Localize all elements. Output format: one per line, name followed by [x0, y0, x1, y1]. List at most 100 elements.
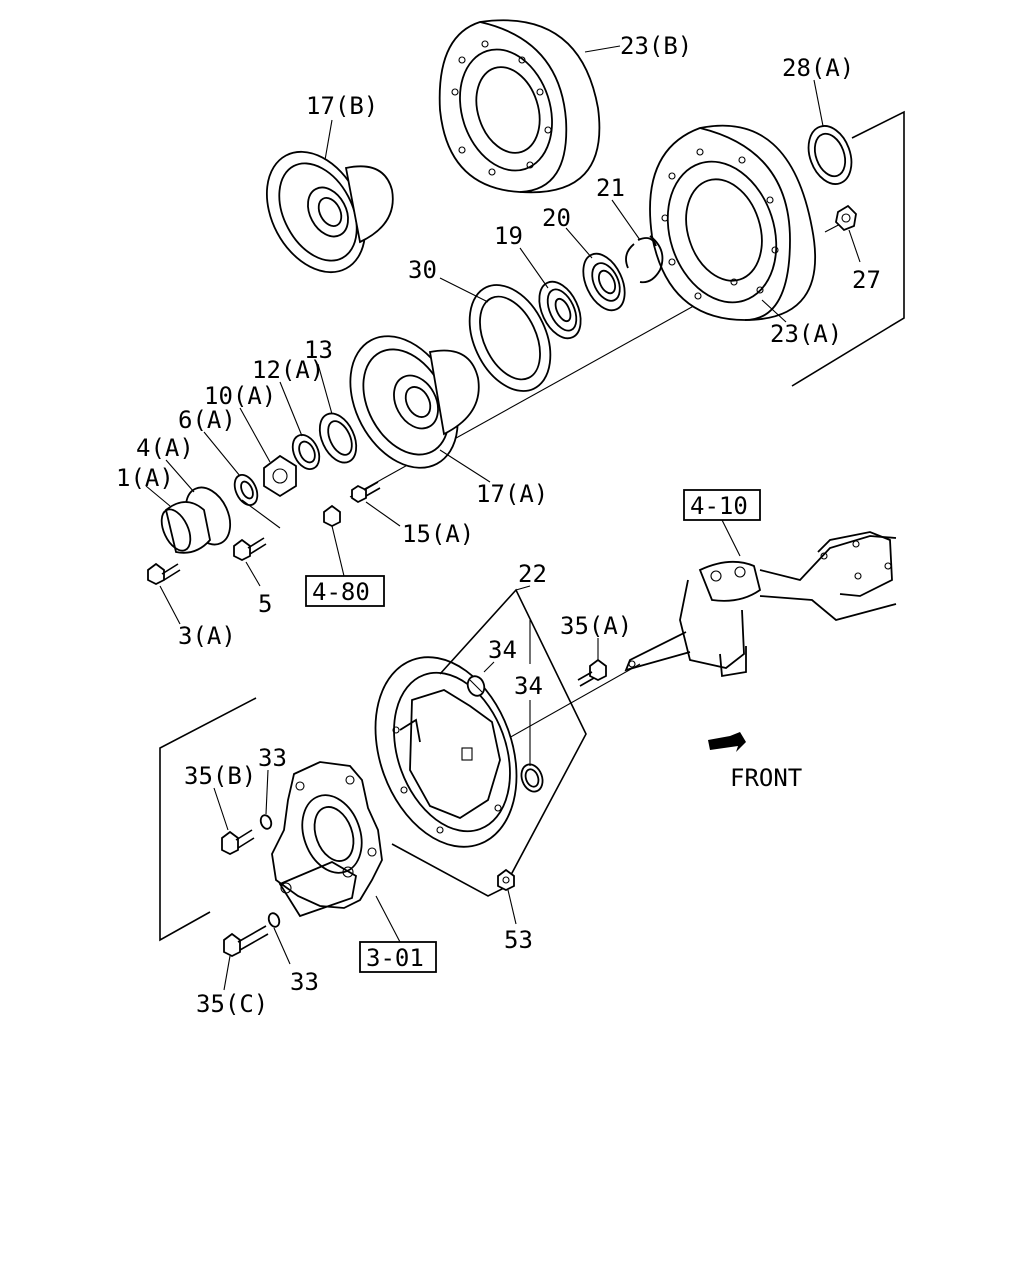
label-28a: 28(A)	[782, 54, 854, 82]
leader-21	[611, 199, 641, 241]
label-35b: 35(B)	[184, 762, 256, 790]
snap-ring-21	[625, 235, 664, 284]
seal-12a	[291, 434, 321, 470]
label-17a: 17(A)	[476, 480, 548, 508]
label-34a: 34	[488, 636, 517, 664]
seal-28a	[807, 125, 853, 185]
plug-34b	[520, 763, 544, 793]
label-35a: 35(A)	[560, 612, 632, 640]
bolt-35a	[577, 658, 607, 687]
leader-3-01	[375, 895, 401, 943]
label-35c: 35(C)	[196, 990, 268, 1018]
leader-35c	[223, 955, 231, 991]
label-1a: 1(A)	[116, 464, 174, 492]
leader-13	[317, 363, 333, 415]
seal-20	[582, 252, 626, 312]
bolt-3a	[147, 562, 181, 586]
leader-22	[515, 585, 531, 591]
bolt-5	[233, 537, 267, 562]
ref-box-4-10[interactable]: 4-10	[683, 489, 761, 521]
stud-15a	[351, 481, 381, 504]
leader-28a	[813, 79, 824, 127]
bearing-13	[318, 412, 358, 464]
label-6a: 6(A)	[178, 406, 236, 434]
leader-17b	[324, 119, 333, 161]
leader-10a	[239, 407, 271, 463]
washer-33a	[259, 814, 273, 830]
nut-10a	[263, 454, 297, 498]
label-53: 53	[504, 926, 533, 954]
plug-34a	[466, 675, 486, 697]
hub-group-bracket	[791, 110, 905, 387]
label-15a: 15(A)	[402, 520, 474, 548]
washer-33b	[267, 912, 281, 928]
leader-6a	[203, 431, 241, 477]
leader-27	[848, 229, 861, 263]
leader-35b	[213, 787, 229, 831]
label-23a: 23(A)	[770, 320, 842, 348]
leader-33a	[265, 769, 269, 815]
label-34b: 34	[514, 672, 543, 700]
label-19: 19	[494, 222, 523, 250]
ref-label-3-01: 3-01	[366, 944, 424, 972]
bracket-22	[391, 588, 587, 897]
leader-12a	[279, 381, 303, 437]
label-30: 30	[408, 256, 437, 284]
label-17b: 17(B)	[306, 92, 378, 120]
brake-group-bracket	[159, 697, 257, 942]
brake-bracket-assembly	[271, 761, 383, 918]
ref-box-4-80[interactable]: 4-80	[305, 575, 385, 607]
leader-30	[439, 277, 489, 303]
leader-19	[519, 247, 549, 289]
label-12a: 12(A)	[252, 356, 324, 384]
leader-4-80	[331, 525, 345, 577]
label-4a: 4(A)	[136, 434, 194, 462]
nut-53	[497, 868, 515, 892]
bolt-35c	[223, 925, 269, 958]
ref-box-3-01[interactable]: 3-01	[359, 941, 437, 973]
front-label: FRONT	[730, 764, 802, 792]
brake-drum-23a	[649, 124, 817, 321]
bolt-35b	[221, 829, 255, 856]
hub-cap-1a	[160, 501, 211, 554]
washer-6a	[233, 473, 259, 507]
bearing-19	[538, 280, 582, 340]
ring-30	[468, 284, 552, 392]
leader-3a	[159, 585, 181, 625]
leader-53	[507, 889, 517, 925]
leader-4a	[165, 459, 195, 493]
label-23b: 23(B)	[620, 32, 692, 60]
label-21: 21	[596, 174, 625, 202]
wheel-hub-17a	[349, 335, 480, 469]
label-3a: 3(A)	[178, 622, 236, 650]
leader-34a	[483, 661, 495, 673]
label-33a: 33	[258, 744, 287, 772]
leader-23b	[584, 45, 621, 53]
leader-1a	[145, 485, 171, 507]
ref-label-4-80: 4-80	[312, 578, 370, 606]
leader-15a	[365, 501, 401, 527]
nut-4-80	[323, 504, 341, 528]
label-20: 20	[542, 204, 571, 232]
brake-drum-23b	[438, 19, 601, 194]
axle-knuckle	[624, 531, 897, 678]
ref-label-4-10: 4-10	[690, 492, 748, 520]
label-33b: 33	[290, 968, 319, 996]
leader-17a	[439, 449, 491, 483]
label-13: 13	[304, 336, 333, 364]
front-arrow-icon	[708, 732, 746, 752]
leader-23a	[761, 299, 787, 323]
leader-33b	[273, 927, 291, 965]
leader-20	[565, 227, 593, 259]
label-10a: 10(A)	[204, 382, 276, 410]
leader-5	[245, 561, 261, 587]
label-22: 22	[518, 560, 547, 588]
nut-27	[835, 204, 857, 232]
leader-4-10	[721, 519, 741, 557]
leader-5-a	[241, 499, 281, 529]
backing-plate-22	[374, 656, 518, 848]
wheel-hub-17b	[265, 150, 394, 274]
label-5: 5	[258, 590, 272, 618]
label-27: 27	[852, 266, 881, 294]
